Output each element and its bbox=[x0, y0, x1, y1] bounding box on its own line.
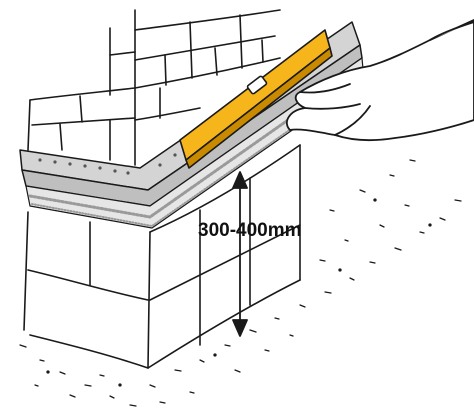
dimension-label: 300-400mm bbox=[198, 220, 302, 241]
lower-block-wall bbox=[23, 144, 301, 369]
spirit-level-icon bbox=[179, 29, 333, 169]
double-headed-arrow-icon bbox=[232, 171, 248, 337]
ground-texture bbox=[19, 159, 462, 407]
upper-block-wall bbox=[27, 9, 281, 166]
gloved-hand-icon bbox=[285, 19, 474, 142]
